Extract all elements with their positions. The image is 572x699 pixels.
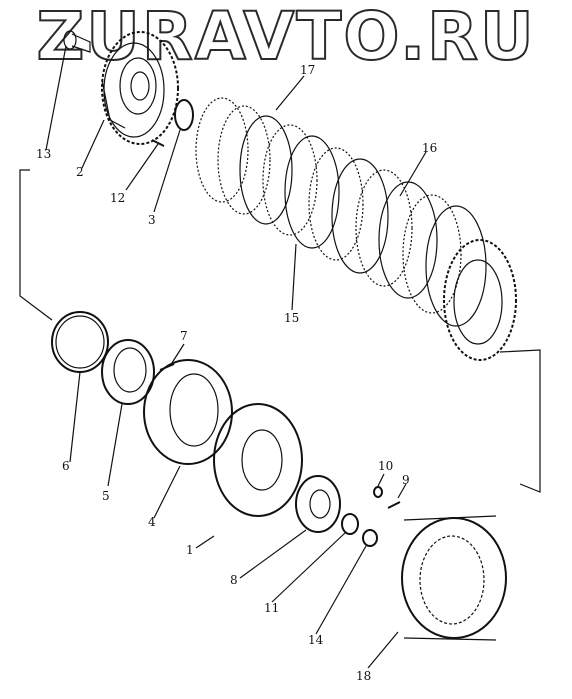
callout-16: 16: [422, 141, 437, 155]
part-14-nut: [362, 529, 378, 547]
callout-9: 9: [402, 473, 410, 487]
callout-12: 12: [110, 191, 125, 205]
part-5-piston: [101, 339, 155, 405]
callout-14: 14: [308, 633, 324, 647]
callout-17: 17: [300, 63, 315, 77]
part-11-washer: [341, 513, 359, 535]
callout-7: 7: [180, 329, 188, 343]
callout-1: 1: [186, 543, 194, 557]
callout-13: 13: [36, 147, 51, 161]
part-3-ring: [174, 99, 194, 131]
part-12-pin: [151, 139, 165, 147]
clutch-disc-pack: [195, 97, 517, 361]
watermark-text: ZURAVTO.RU: [35, 0, 536, 75]
part-2-gear-hub: [101, 31, 179, 145]
part-4-plate: [143, 359, 233, 465]
callout-18: 18: [356, 669, 371, 683]
part-9-bolt: [387, 501, 401, 509]
callout-15: 15: [284, 311, 299, 325]
callout-3: 3: [148, 213, 156, 227]
callout-8: 8: [230, 573, 238, 587]
group-bracket-right: [499, 349, 541, 493]
callout-11: 11: [264, 601, 279, 615]
callout-6: 6: [62, 459, 70, 473]
part-13-bolt: [63, 30, 91, 53]
group-bracket-left: [19, 169, 53, 321]
part-8-seal: [295, 475, 341, 533]
callout-2: 2: [76, 165, 84, 179]
part-18-drum: [401, 515, 507, 641]
callout-10: 10: [378, 459, 393, 473]
part-6-snap-ring: [51, 311, 109, 373]
callout-5: 5: [102, 489, 110, 503]
part-1-spring-disc: [213, 403, 303, 517]
callout-4: 4: [148, 515, 156, 529]
part-10-washer: [373, 486, 383, 498]
